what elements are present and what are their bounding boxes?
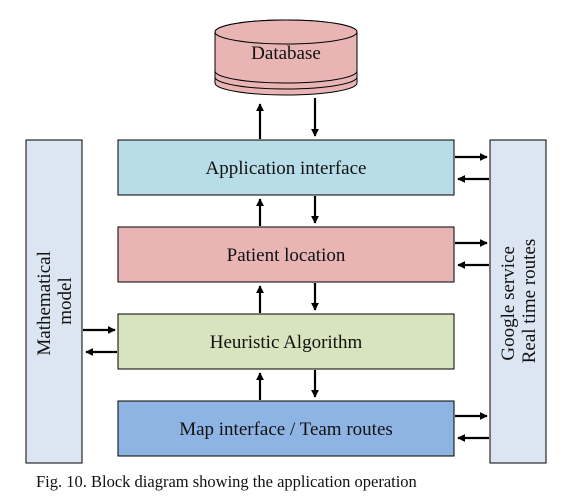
google-service-line2: Real time routes [519,239,540,364]
heuristic-algorithm-block: Heuristic Algorithm [117,313,455,370]
database-node: Database [214,19,358,96]
mathematical-model-panel: Mathematical model [25,139,83,464]
vertical-arrows [256,98,319,400]
mathematical-model-line2: model [55,277,76,325]
patient-location-label: Patient location [227,245,346,266]
database-label: Database [251,43,321,64]
application-interface-block: Application interface [117,139,455,196]
heuristic-algorithm-label: Heuristic Algorithm [210,332,363,353]
database-top [214,19,358,45]
mathematical-model-label: Mathematical model [34,246,76,355]
google-service-label: Google service Real time routes [498,239,540,364]
patient-location-block: Patient location [117,226,455,283]
figure-caption: Fig. 10. Block diagram showing the appli… [36,472,417,491]
mathematical-model-line1: Mathematical [34,251,55,355]
right-arrows [455,153,489,442]
application-interface-label: Application interface [206,158,367,179]
google-service-line1: Google service [498,246,519,360]
map-interface-label: Map interface / Team routes [179,419,393,440]
map-interface-block: Map interface / Team routes [117,400,455,457]
left-arrows [83,326,117,356]
google-service-panel: Google service Real time routes [489,139,547,464]
